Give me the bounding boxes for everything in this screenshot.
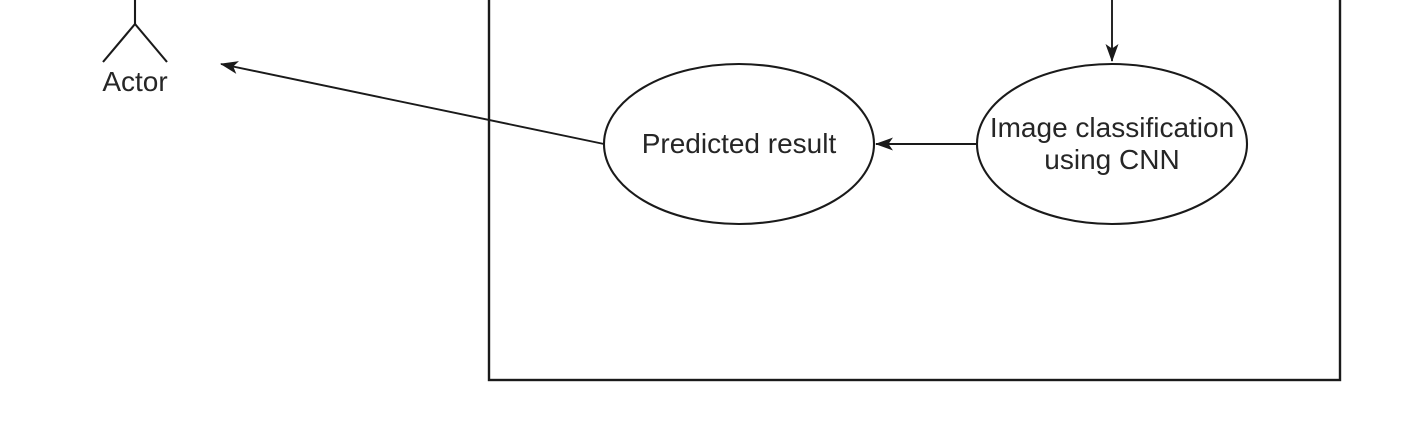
system-boundary-box[interactable] — [487, 0, 1342, 382]
usecase-label-image-classification: Image classification using CNN — [989, 112, 1235, 175]
edge-result-to-actor[interactable] — [220, 61, 605, 145]
actor-label: Actor — [102, 66, 168, 97]
usecase-label-predicted-result: Predicted result — [641, 128, 837, 159]
actor-figure-icon[interactable] — [102, 0, 168, 63]
usecase-image-classification[interactable] — [975, 62, 1249, 226]
usecase-predicted-result[interactable] — [602, 62, 876, 226]
